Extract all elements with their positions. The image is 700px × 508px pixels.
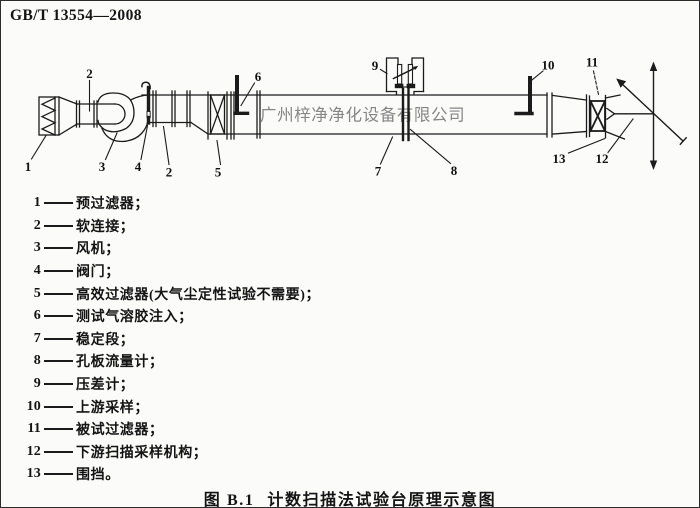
callout-label-10: 10 [542,58,555,73]
legend-item-text: 围挡。 [76,468,120,484]
legend-item-number: 1 [33,195,41,211]
callout-label-7: 7 [375,164,382,179]
legend-item-number: 6 [33,308,41,324]
callout-label-1: 1 [25,159,32,174]
inlet-cone [58,96,78,136]
legend-dash [44,202,73,205]
legend-dash [44,450,73,453]
soft-connection-2 [152,90,176,128]
legend-dash [44,224,73,227]
callout-label-13: 13 [553,151,567,166]
legend-item: 7 稳定段； [23,328,320,351]
legend-item-text: 测试气溶胶注入； [76,310,193,326]
test-filter-symbol [585,94,607,139]
legend-dash [44,292,73,295]
callout-label-5: 5 [215,165,222,180]
legend-item: 13 围挡。 [23,463,320,486]
schematic-diagram: 广州梓净净化设备有限公司 [25,55,688,180]
legend-item: 6 测试气溶胶注入； [23,305,320,328]
pre-filter-symbol [38,96,60,136]
legend-item: 11 被试过滤器； [23,418,320,441]
legend-item-number: 9 [33,376,41,392]
valve-symbol [141,81,151,125]
legend-dash [44,405,73,408]
legend-item-number: 4 [33,263,41,279]
hepa-filter-symbol [207,91,228,140]
legend-item: 10 上游采样； [23,395,320,418]
legend-item-text: 下游扫描采样机构； [76,445,208,461]
legend-dash [44,360,73,363]
callout-label-8: 8 [451,163,458,178]
callout-label-2a: 2 [86,66,93,81]
legend-dash [44,383,73,386]
legend-item-text: 稳定段； [76,332,135,348]
legend-item-number: 7 [33,330,41,346]
legend-item-text: 高效过滤器(大气尘定性试验不需要)； [76,287,321,303]
legend-item: 9 压差计； [23,373,320,396]
scanning-probe [606,107,655,121]
outlet-cone [552,94,588,135]
legend-dash [44,473,73,476]
fan-symbol [97,92,149,143]
legend-item-number: 13 [26,466,41,482]
legend-item: 8 孔板流量计； [23,350,320,373]
legend-item-number: 8 [33,353,41,369]
duct-flange [186,90,191,128]
legend-item: 3 风机； [23,237,320,260]
legend-item-number: 12 [26,443,41,459]
figure-title: 计数扫描法试验台原理示意图 [267,492,497,508]
manometer-symbol [385,57,425,96]
callout-leaders [30,68,634,166]
callout-label-3: 3 [99,159,106,174]
legend-dash [44,270,73,273]
legend-item-text: 压差计； [76,378,135,394]
legend-item-number: 5 [33,285,41,301]
watermark-text: 广州梓净净化设备有限公司 [260,106,465,125]
legend-dash [44,315,73,318]
legend-item: 2 软连接； [23,215,320,238]
duct-flange [546,92,553,138]
legend-dash [44,247,73,250]
legend-item-number: 11 [27,421,41,437]
duct-flange [256,90,261,139]
legend-item-text: 被试过滤器； [76,423,164,439]
legend-item-text: 风机； [76,242,120,258]
legend-item-text: 孔板流量计； [76,355,164,371]
duct-flange [230,91,235,140]
callout-label-11: 11 [586,55,598,70]
upstream-sampling-tube [514,76,534,116]
legend-dash [44,337,73,340]
legend: 1 预过滤器； 2 软连接； 3 风机； 4 阀门； 5 高效过滤器(大气尘定性… [23,192,320,486]
legend-item-text: 上游采样； [76,400,149,416]
callout-label-4: 4 [135,159,142,174]
callout-label-2b: 2 [166,165,173,180]
legend-item: 1 预过滤器； [23,192,320,215]
standard-code: GB/T 13554—2008 [10,7,142,24]
callout-label-6: 6 [255,69,262,84]
legend-item-text: 预过滤器； [76,197,149,213]
legend-item: 5 高效过滤器(大气尘定性试验不需要)； [23,282,320,305]
scanning-mechanism-arrows [616,61,688,170]
legend-item-text: 软连接； [76,219,135,235]
callout-label-12: 12 [596,151,609,166]
legend-item-number: 10 [26,398,41,414]
soft-connection-1 [75,100,116,128]
legend-item: 12 下游扫描采样机构； [23,441,320,464]
figure-number: 图 B.1 [203,492,255,508]
legend-dash [44,428,73,431]
legend-item-text: 阀门； [76,265,120,281]
figure-caption: 图 B.1 计数扫描法试验台原理示意图 [1,486,699,508]
legend-item-number: 2 [33,217,41,233]
callout-label-9: 9 [372,58,379,73]
enclosure-baffle [604,94,626,140]
legend-item-number: 3 [33,240,41,256]
orifice-plate-symbol [401,87,410,142]
legend-item: 4 阀门； [23,260,320,283]
aerosol-injection-tube [233,75,250,116]
